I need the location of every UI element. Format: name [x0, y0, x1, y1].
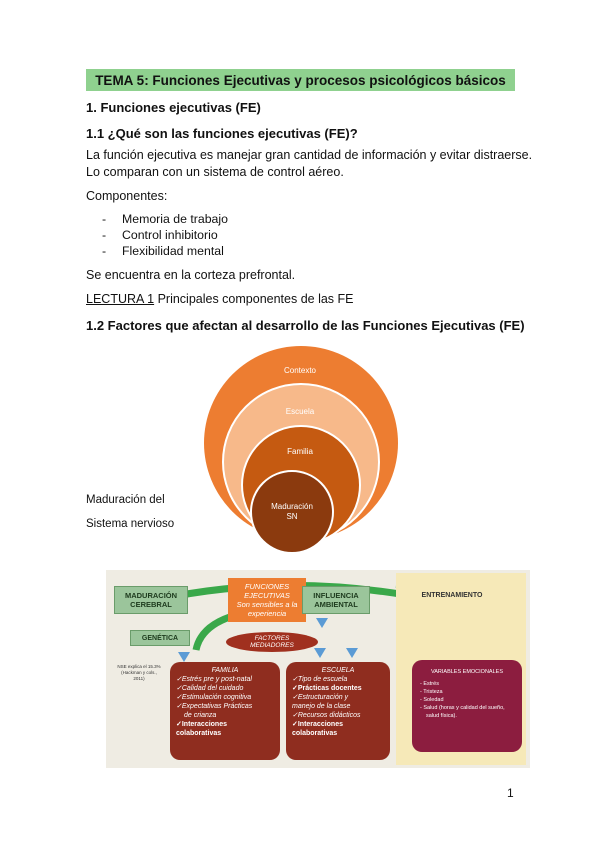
document-title: TEMA 5: Funciones Ejecutivas y procesos … — [86, 69, 515, 91]
circle-label-maduracion: Maduración — [271, 502, 313, 511]
escuela-box: ESCUELA ✓Tipo de escuela ✓Prácticas doce… — [286, 662, 390, 760]
section-heading-1-1: 1.1 ¿Qué son las funciones ejecutivas (F… — [86, 126, 358, 141]
side-label: Sistema nervioso — [86, 518, 175, 530]
lectura-line: LECTURA 1 Principales componentes de las… — [86, 291, 354, 308]
genetica-box: GENÉTICA — [130, 630, 190, 646]
variables-emocionales-box: VARIABLES EMOCIONALES - Estrés - Tristez… — [412, 660, 522, 752]
lectura-text: Principales componentes de las FE — [154, 292, 354, 306]
list-item: -Flexibilidad mental — [102, 244, 224, 258]
list-item-text: Memoria de trabajo — [122, 212, 228, 226]
page-number: 1 — [507, 786, 514, 800]
componentes-label: Componentes: — [86, 189, 168, 203]
list-item-text: Control inhibitorio — [122, 228, 218, 242]
circle-maduracion — [250, 470, 334, 554]
side-label: Maduración del — [86, 494, 165, 506]
circle-label-escuela: Escuela — [285, 407, 315, 416]
section-heading-1-2: 1.2 Factores que afectan al desarrollo d… — [86, 318, 525, 333]
paragraph-line: La función ejecutiva es manejar gran can… — [86, 148, 533, 162]
paragraph-line: Lo comparan con un sistema de control aé… — [86, 165, 344, 179]
circle-label-contexto: Contexto — [283, 366, 317, 375]
list-item: -Control inhibitorio — [102, 228, 218, 242]
list-item: -Memoria de trabajo — [102, 212, 228, 226]
circle-label-familia: Familia — [287, 447, 313, 456]
funciones-ejecutivas-box: FUNCIONES EJECUTIVAS Son sensibles a la … — [228, 578, 306, 622]
paragraph-corteza: Se encuentra en la corteza prefrontal. — [86, 268, 296, 282]
lectura-link[interactable]: LECTURA 1 — [86, 292, 155, 306]
entrenamiento-label: ENTRENAMIENTO — [412, 588, 492, 602]
familia-box: FAMILIA ✓Estrés pre y post-natal ✓Calida… — [170, 662, 280, 760]
section-heading-1: 1. Funciones ejecutivas (FE) — [86, 100, 261, 115]
nse-note: NSE explica el 15.3% (Hackman y cols., 2… — [117, 664, 161, 681]
list-item-text: Flexibilidad mental — [122, 244, 224, 258]
circle-label-sn: SN — [286, 512, 298, 521]
